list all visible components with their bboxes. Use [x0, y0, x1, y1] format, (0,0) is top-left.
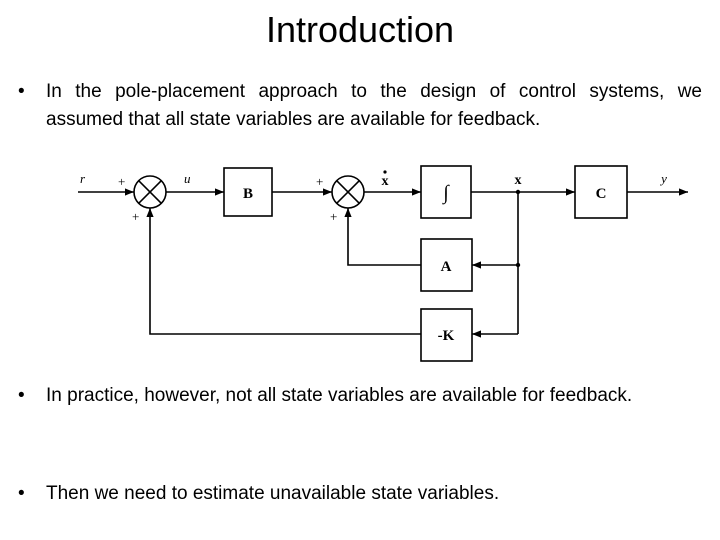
block-B-label: B — [243, 186, 253, 202]
bullet-item-3: • Then we need to estimate unavailable s… — [18, 480, 702, 508]
slide-title: Introduction — [265, 9, 455, 50]
block-C-label: C — [596, 186, 607, 202]
xdot-dot — [383, 170, 387, 174]
bullet-dot: • — [18, 385, 25, 406]
signal-u-label: u — [184, 171, 191, 186]
sum2-cross-b — [336, 180, 360, 204]
signal-y-label: y — [659, 171, 667, 186]
bullet-dot: • — [18, 483, 25, 504]
bullet-item-1: • In the pole-placement approach to the … — [18, 78, 702, 134]
junction-dot-x — [515, 189, 521, 195]
sum2-sign-top: + — [316, 174, 323, 189]
block-integrator-label: ∫ — [441, 182, 450, 205]
bullet-text-3: Then we need to estimate unavailable sta… — [46, 483, 500, 504]
block-negK — [420, 308, 473, 362]
wire-A-to-sum2 — [344, 208, 421, 266]
bullet-text-1: In the pole-placement approach to the de… — [46, 81, 702, 130]
bullet-dot: • — [18, 81, 25, 102]
signal-r-label: r — [80, 171, 86, 186]
signal-x-label: x — [515, 173, 522, 188]
signal-xdot-label: x — [382, 174, 389, 189]
junction-dot-A — [515, 262, 521, 268]
sum1-cross-b — [138, 180, 162, 204]
sum1-sign-bottom: + — [132, 209, 139, 224]
sum1-sign-top: + — [118, 174, 125, 189]
bullet-item-2: • In practice, however, not all state va… — [18, 382, 702, 410]
wire-negK-to-sum1 — [146, 208, 421, 335]
block-A-label: A — [441, 259, 452, 275]
bullet-text-2: In practice, however, not all state vari… — [46, 385, 633, 406]
sum2-sign-bottom: + — [330, 209, 337, 224]
block-negK-label: -K — [438, 328, 455, 344]
